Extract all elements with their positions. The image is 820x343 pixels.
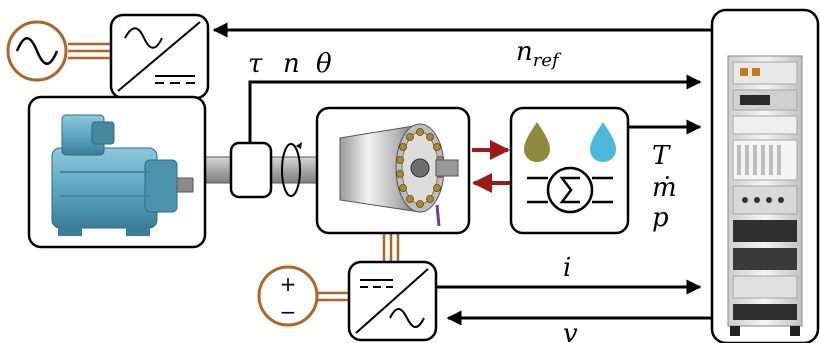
theta-label: θ — [316, 49, 332, 79]
electric-machine — [315, 106, 471, 235]
rotation-icon — [281, 142, 302, 197]
temperature-label: T — [652, 141, 671, 171]
mass-flow-label: ṁ — [652, 173, 677, 203]
dc-plus-label: + — [280, 272, 297, 296]
voltage-label: v — [563, 319, 578, 343]
ac-source-icon — [6, 20, 68, 82]
ac-dc-converter-icon — [109, 13, 210, 100]
dc-ac-inverter-icon — [347, 260, 438, 342]
heat-exchanger-icon — [527, 166, 613, 214]
speed-label: n — [283, 49, 300, 79]
n-ref-label: nref — [516, 37, 562, 71]
water-drop-icon — [590, 122, 616, 162]
dc-motor — [27, 95, 207, 249]
control-rack — [710, 8, 820, 343]
dc-motor-icon — [51, 114, 194, 236]
heat-exchanger — [509, 106, 630, 235]
control-rack-icon — [727, 55, 803, 336]
ac-power-lines — [68, 42, 111, 60]
tau-label: τ — [248, 49, 263, 79]
pressure-label: p — [652, 203, 669, 233]
electric-machine-icon — [339, 123, 459, 227]
oil-drop-icon — [524, 122, 550, 162]
current-label: i — [563, 253, 571, 283]
dc-minus-label: − — [280, 300, 297, 324]
dc-source-icon: + − — [257, 265, 319, 327]
measurement-line — [248, 74, 702, 143]
machine-power-lines — [382, 232, 400, 262]
torque-speed-sensor-icon — [229, 141, 273, 199]
dc-power-lines — [318, 291, 349, 302]
